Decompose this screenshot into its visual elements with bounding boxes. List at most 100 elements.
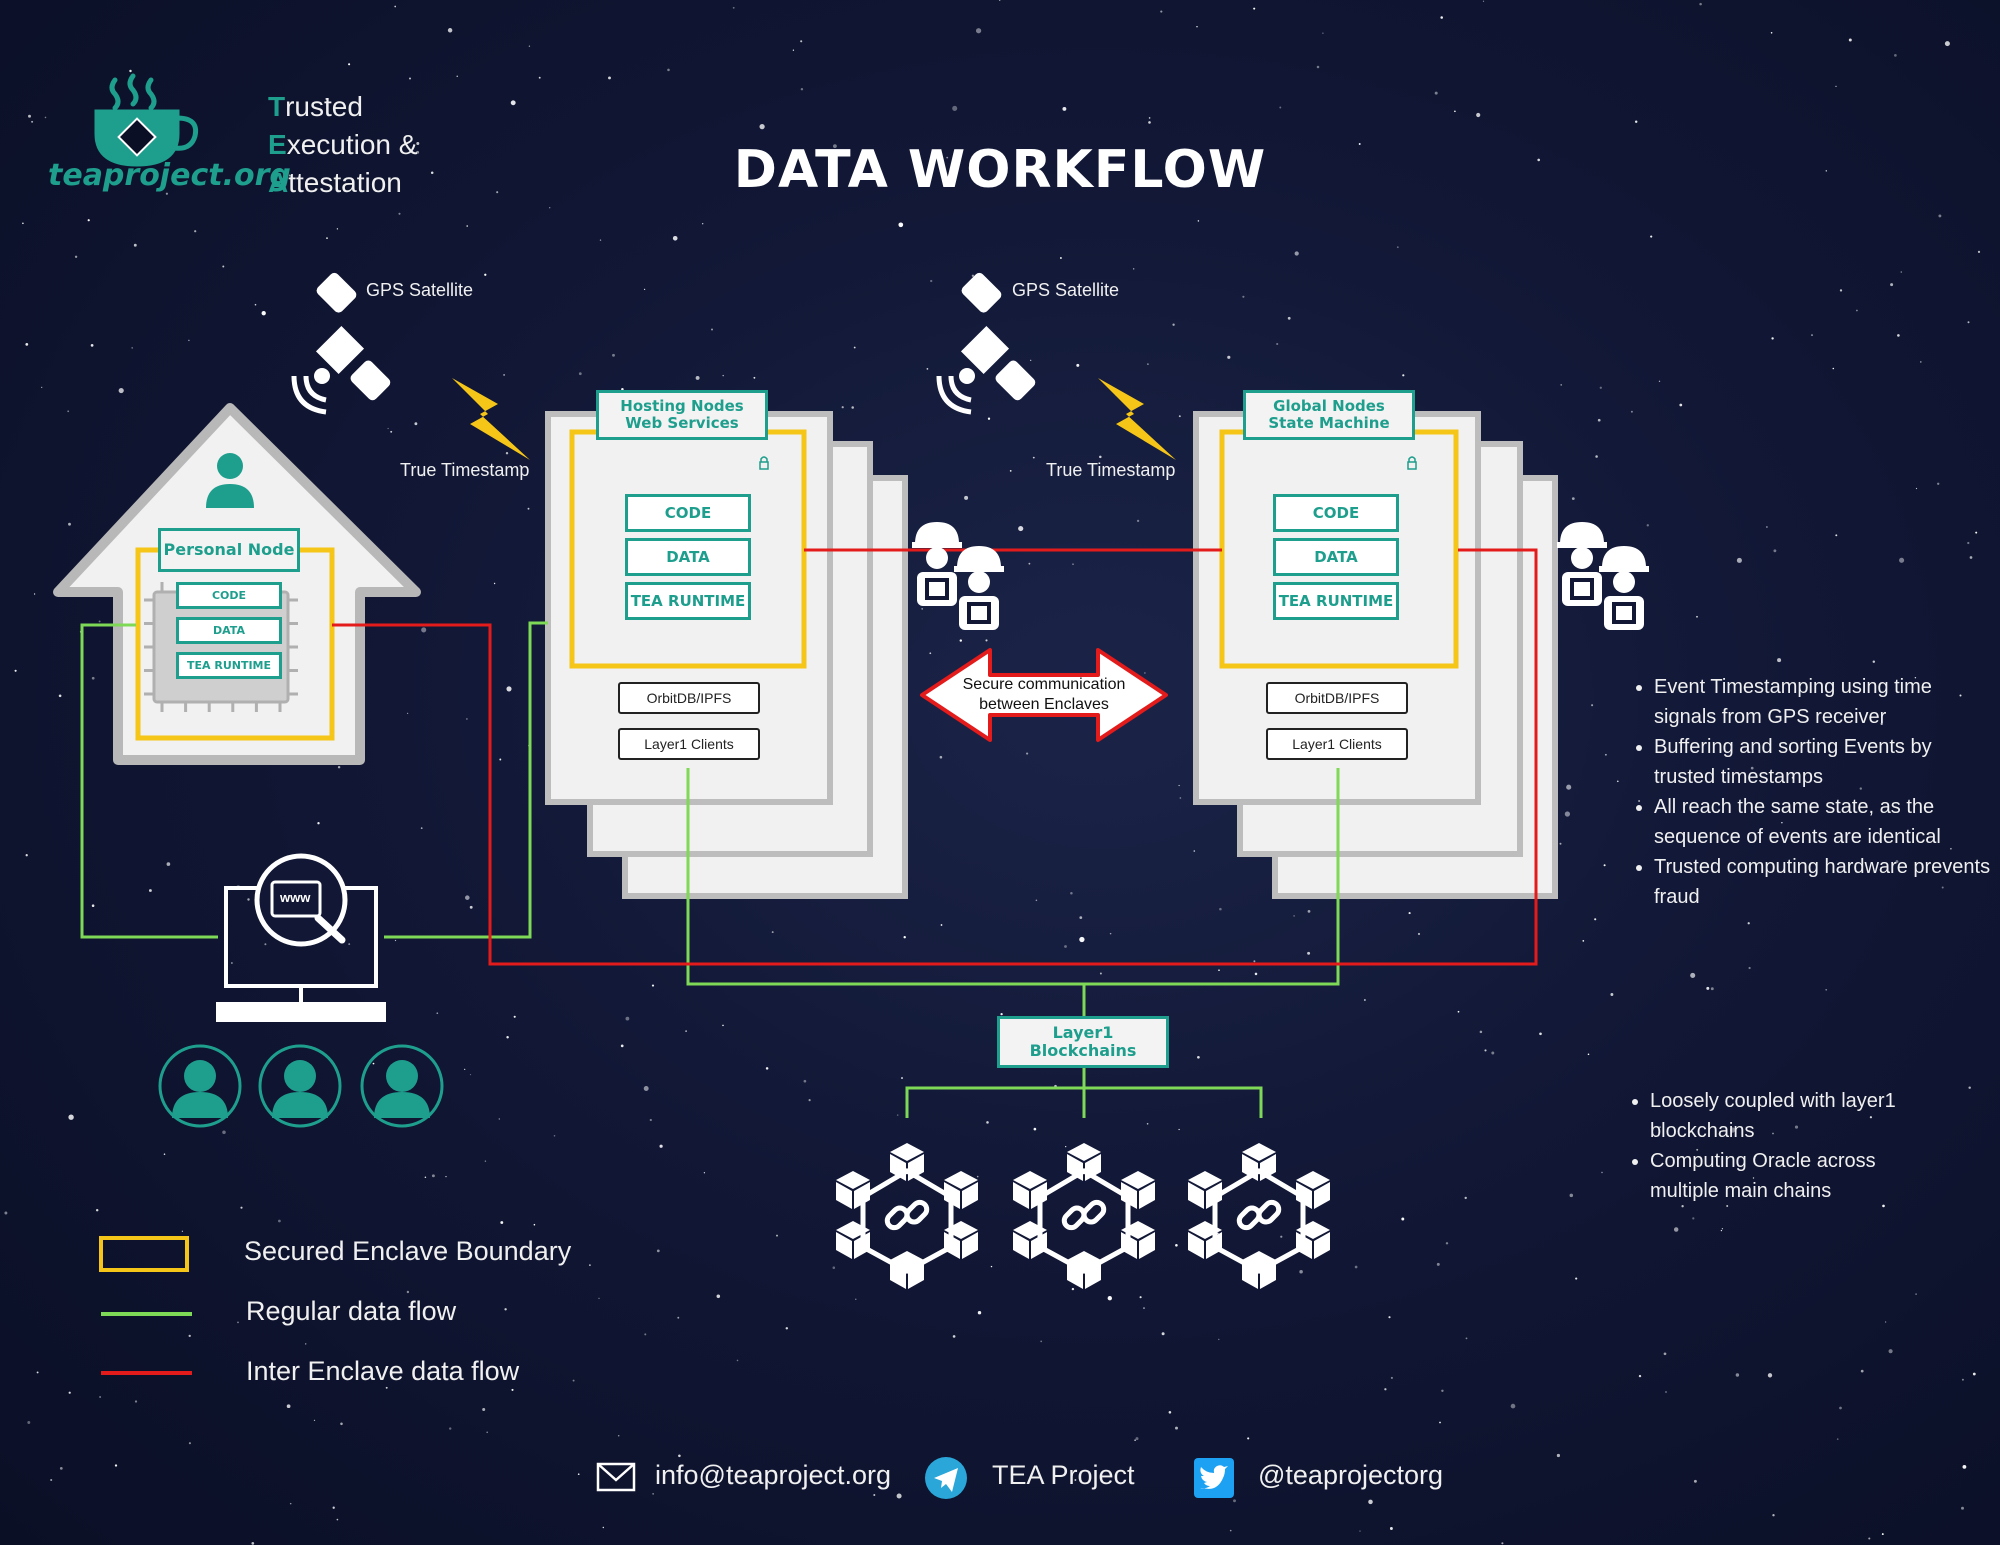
star	[1969, 556, 1973, 559]
star	[1030, 359, 1032, 361]
star	[732, 6, 735, 9]
star	[800, 87, 804, 91]
star	[31, 120, 34, 123]
star	[1396, 246, 1399, 249]
star	[1133, 268, 1135, 270]
star	[800, 40, 803, 43]
star	[589, 1264, 591, 1266]
star	[1178, 784, 1180, 787]
star	[1569, 1193, 1574, 1198]
star	[1977, 250, 1981, 253]
star	[420, 473, 424, 477]
star	[1217, 1232, 1219, 1235]
star	[1107, 1296, 1112, 1301]
star	[1771, 337, 1774, 340]
star	[620, 1044, 624, 1048]
star	[305, 1343, 307, 1345]
star	[332, 1506, 335, 1509]
user-avatar-icon	[158, 1044, 242, 1128]
star	[759, 123, 765, 130]
star	[134, 1400, 138, 1403]
star	[649, 1118, 652, 1122]
star	[469, 905, 473, 909]
star	[1293, 915, 1295, 917]
star	[1693, 1479, 1697, 1483]
star	[1597, 418, 1601, 422]
star	[1018, 526, 1024, 532]
star	[533, 1223, 536, 1226]
star	[1868, 1537, 1871, 1540]
star	[1537, 158, 1541, 162]
true-timestamp-label: True Timestamp	[400, 460, 530, 480]
star	[986, 1121, 989, 1124]
star	[643, 288, 646, 291]
star	[340, 1422, 343, 1426]
star	[617, 1435, 620, 1437]
star	[264, 943, 267, 946]
star	[33, 593, 36, 595]
user-avatar-icon	[360, 1044, 444, 1128]
list-item: Computing Oracle across multiple main ch…	[1650, 1146, 1950, 1206]
star	[1322, 32, 1324, 34]
star	[1726, 1205, 1729, 1207]
star	[506, 1036, 509, 1039]
star	[430, 171, 434, 174]
star	[1457, 1010, 1460, 1013]
star	[188, 1334, 191, 1338]
star	[1136, 519, 1140, 523]
star	[1767, 1373, 1773, 1378]
star	[1501, 1542, 1504, 1545]
star	[1721, 1228, 1724, 1230]
footer-telegram-link[interactable]: TEA Project	[992, 1460, 1135, 1490]
star	[510, 100, 516, 106]
star	[394, 939, 397, 942]
star	[114, 1464, 118, 1467]
star	[964, 495, 969, 500]
star	[1941, 886, 1944, 889]
star	[1479, 1030, 1483, 1034]
star	[1630, 410, 1633, 413]
star	[99, 1396, 102, 1398]
star	[421, 627, 427, 633]
star	[1417, 932, 1421, 936]
star	[503, 373, 506, 376]
star	[652, 1493, 654, 1495]
star	[952, 105, 958, 111]
star	[1601, 1171, 1603, 1174]
star	[166, 862, 171, 866]
star	[1587, 1053, 1590, 1056]
star	[148, 889, 152, 892]
star	[222, 1130, 226, 1135]
chip-code-label: CODE	[1273, 494, 1399, 532]
star	[873, 1493, 876, 1497]
browser-monitor-icon	[216, 853, 386, 1022]
star	[1368, 1499, 1373, 1505]
star	[513, 1015, 516, 1018]
list-item: Event Timestamping using time signals fr…	[1654, 672, 1994, 732]
star	[1436, 1262, 1440, 1266]
star	[977, 1310, 982, 1315]
star	[1076, 363, 1080, 367]
star	[921, 608, 924, 610]
star	[406, 1290, 410, 1294]
star	[1354, 1265, 1358, 1269]
brand-url[interactable]: teaproject.org	[48, 158, 291, 193]
footer-twitter-link[interactable]: @teaprojectorg	[1258, 1460, 1444, 1490]
footer-email-link[interactable]: info@teaproject.org	[655, 1460, 892, 1490]
star	[987, 417, 991, 420]
star	[4, 1211, 8, 1215]
star	[1465, 1337, 1468, 1340]
star	[1869, 1116, 1873, 1119]
star	[1276, 342, 1279, 346]
star	[1915, 1293, 1917, 1295]
star	[1663, 1352, 1667, 1356]
star	[926, 368, 929, 370]
star	[240, 1206, 243, 1209]
lightning-icon	[1098, 378, 1176, 460]
star	[1735, 1373, 1740, 1377]
star	[1254, 972, 1258, 976]
star	[1564, 811, 1571, 817]
star	[27, 1421, 31, 1424]
user-icon	[206, 453, 254, 508]
chip-code-label: CODE	[625, 494, 751, 532]
